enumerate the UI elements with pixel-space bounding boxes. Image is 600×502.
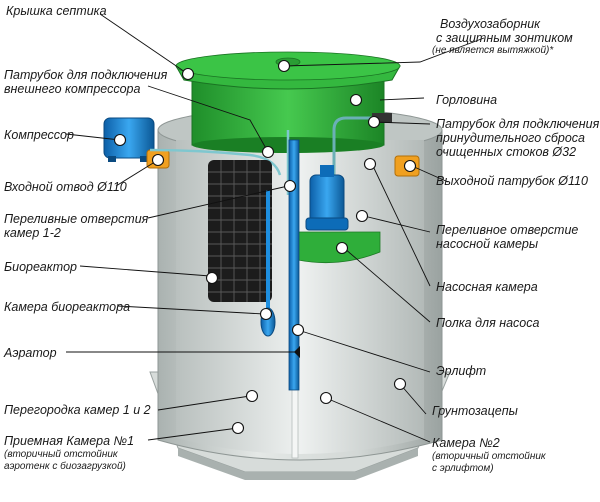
label-air-intake-2: с защитным зонтиком (436, 31, 573, 45)
label-air-intake-note: (не является вытяжкой)* (432, 45, 554, 56)
label-chamber2-2: (вторичный отстойник (432, 451, 546, 462)
label-air-intake-1: Воздухозаборник (440, 17, 541, 31)
marker-circles (113, 59, 417, 435)
label-inlet: Входной отвод Ø110 (4, 180, 127, 194)
label-overflow-pump-2: насосной камеры (436, 237, 539, 251)
bioreactor (208, 160, 272, 302)
label-chamber2-3: с эрлифтом) (432, 463, 494, 474)
label-neck: Горловина (436, 93, 498, 107)
label-chamber1-1: Приемная Камера №1 (4, 434, 135, 448)
label-lid: Крышка септика (6, 4, 107, 18)
leader-lines (65, 13, 485, 443)
neck-and-lid (175, 51, 401, 153)
label-chamber1-2: (вторичный отстойник (4, 449, 118, 460)
label-partition: Перегородка камер 1 и 2 (4, 403, 151, 417)
label-airlift: Эрлифт (436, 364, 487, 378)
label-overflow-12-1: Переливные отверстия (4, 212, 149, 226)
label-bioreactor-chamber: Камера биореактора (4, 300, 131, 314)
label-outlet: Выходной патрубок Ø110 (436, 174, 588, 188)
airlift (288, 139, 300, 391)
label-chamber1-3: аэротенк с биозагрузкой) (4, 461, 126, 472)
label-discharge-pipe-2: принудительного сброса (436, 131, 586, 145)
airlift-arrow (294, 346, 300, 358)
label-compressor-pipe-1: Патрубок для подключения (4, 68, 168, 82)
pump (305, 165, 349, 231)
label-ground-anchors: Грунтозацепы (432, 404, 518, 418)
label-overflow-pump-1: Переливное отверстие (436, 223, 579, 237)
label-compressor: Компрессор (4, 128, 74, 142)
label-bioreactor: Биореактор (4, 260, 77, 274)
label-chamber2-1: Камера №2 (432, 436, 500, 450)
label-discharge-pipe-3: очищенных стоков Ø32 (436, 145, 577, 159)
label-aerator: Аэратор (4, 346, 57, 360)
discharge-pipe (332, 113, 392, 200)
label-compressor-pipe-2: внешнего компрессора (4, 82, 141, 96)
label-pump-chamber: Насосная камера (436, 280, 538, 294)
label-discharge-pipe-1: Патрубок для подключения (436, 117, 600, 131)
label-pump-shelf: Полка для насоса (436, 316, 540, 330)
compressor (103, 117, 155, 162)
label-overflow-12-2: камер 1-2 (4, 226, 61, 240)
